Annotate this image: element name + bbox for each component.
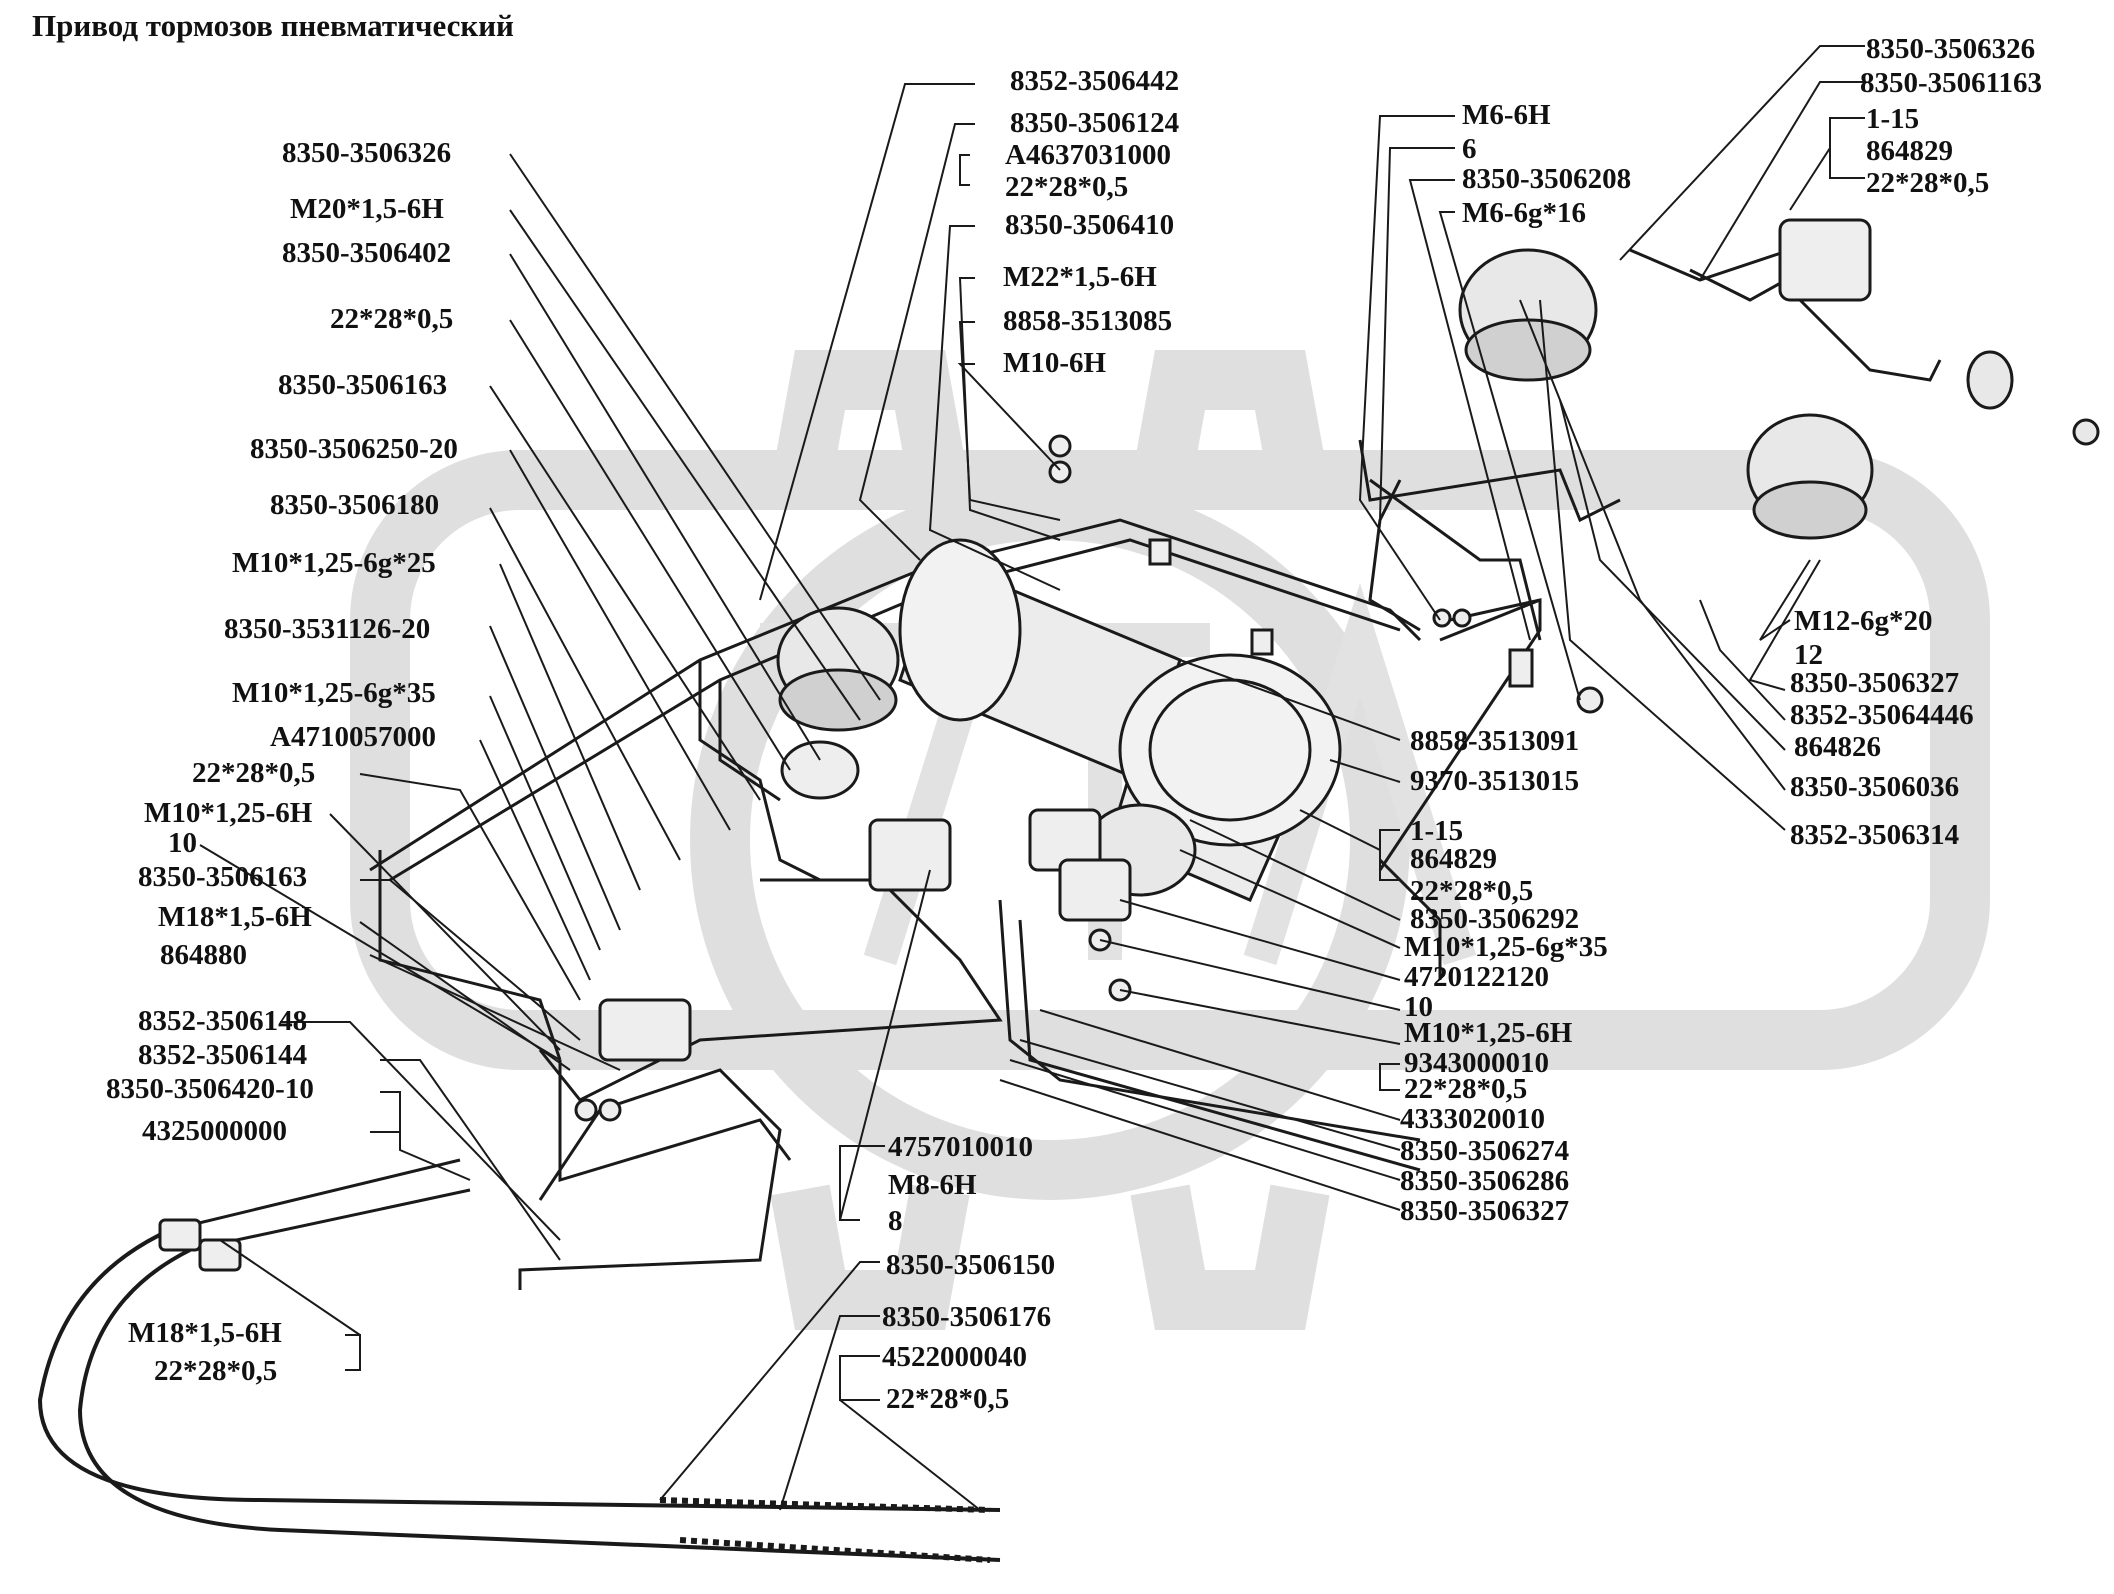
label-8352-3506144: 8352-3506144 [138, 1039, 308, 1071]
label-8350-3506250-20: 8350-3506250-20 [250, 433, 458, 465]
label-m6-6h: M6-6H [1462, 99, 1551, 131]
label-8350-3531126-20: 8350-3531126-20 [224, 613, 431, 645]
label-8350-3506326-left: 8350-3506326 [282, 137, 452, 169]
label-8350-3506036: 8350-3506036 [1790, 771, 1960, 803]
label-a4710057000: A4710057000 [270, 721, 436, 753]
label-864829-mid: 864829 [1410, 843, 1497, 875]
label-4757010010: 4757010010 [888, 1131, 1033, 1163]
label-8858-3513091: 8858-3513091 [1410, 725, 1580, 757]
label-8350-3506286: 8350-3506286 [1400, 1165, 1570, 1197]
label-m10-6g-25: M10*1,25-6g*25 [232, 547, 436, 579]
label-22x28x05-e: 22*28*0,5 [886, 1383, 1010, 1415]
diagram-title: Привод тормозов пневматический [32, 8, 514, 43]
label-4325000000: 4325000000 [142, 1115, 287, 1147]
label-8352-35064446: 8352-35064446 [1790, 699, 1974, 731]
watermark-logo [350, 350, 1990, 1330]
label-m8-6h: M8-6H [888, 1169, 977, 1201]
label-8350-3506410: 8350-3506410 [1005, 209, 1175, 241]
label-8350-3506327-right: 8350-3506327 [1790, 667, 1960, 699]
label-m22-thread: M22*1,5-6H [1003, 261, 1157, 293]
label-22x28x05-d: 22*28*0,5 [154, 1355, 278, 1387]
label-8350-3506208: 8350-3506208 [1462, 163, 1632, 195]
label-8352-3506148: 8352-3506148 [138, 1005, 308, 1037]
label-8350-3506150: 8350-3506150 [886, 1249, 1056, 1281]
label-22x28x05-a: 22*28*0,5 [1005, 171, 1129, 203]
label-8: 8 [888, 1205, 903, 1237]
label-m10-6h-left: M10*1,25-6H [144, 797, 313, 829]
label-8350-3506163-b: 8350-3506163 [138, 861, 308, 893]
label-1-15-mid: 1-15 [1410, 815, 1464, 847]
label-8350-3506327-bottom: 8350-3506327 [1400, 1195, 1570, 1227]
label-12: 12 [1794, 639, 1823, 671]
label-m10-6g-35-right: M10*1,25-6g*35 [1404, 931, 1608, 963]
label-6: 6 [1462, 133, 1477, 165]
label-864829-top: 864829 [1866, 135, 1953, 167]
label-m10-6h: M10-6H [1003, 347, 1107, 379]
label-864880: 864880 [160, 939, 247, 971]
label-10-left: 10 [168, 827, 197, 859]
label-4720122120: 4720122120 [1404, 961, 1549, 993]
label-m18-thread-a: M18*1,5-6H [158, 901, 312, 933]
brake-chambers [776, 248, 2100, 897]
label-8858-3513085: 8858-3513085 [1003, 305, 1173, 337]
label-8350-3506176: 8350-3506176 [882, 1301, 1052, 1333]
label-22x28x05-c: 22*28*0,5 [192, 757, 316, 789]
air-receivers [898, 538, 1342, 902]
label-8350-3506180: 8350-3506180 [270, 489, 440, 521]
label-8352-3506442: 8352-3506442 [1010, 65, 1180, 97]
label-m18-thread-b: M18*1,5-6H [128, 1317, 282, 1349]
label-4333020010: 4333020010 [1400, 1103, 1545, 1135]
label-m20-thread: M20*1,5-6H [290, 193, 444, 225]
label-8350-3506420-10: 8350-3506420-10 [106, 1073, 314, 1105]
label-8350-3506402: 8350-3506402 [282, 237, 452, 269]
label-864826: 864826 [1794, 731, 1881, 763]
label-8352-3506314: 8352-3506314 [1790, 819, 1960, 851]
label-8350-35061163: 8350-35061163 [1860, 67, 2043, 99]
label-m12-6g-20: M12-6g*20 [1794, 605, 1933, 637]
label-8350-3506124: 8350-3506124 [1010, 107, 1180, 139]
leader-lines [199, 45, 1865, 1511]
label-9343000010: 9343000010 [1404, 1047, 1549, 1079]
label-m10-6h-right: M10*1,25-6H [1404, 1017, 1573, 1049]
label-8350-3506326-right: 8350-3506326 [1866, 33, 2036, 65]
label-1-15-top: 1-15 [1866, 103, 1920, 135]
label-4522000040: 4522000040 [882, 1341, 1027, 1373]
label-m6-6g-16: M6-6g*16 [1462, 197, 1587, 229]
label-22x28x05-g: 22*28*0,5 [1410, 875, 1534, 907]
label-8350-3506292: 8350-3506292 [1410, 903, 1580, 935]
label-22x28x05-f: 22*28*0,5 [1866, 167, 1990, 199]
valves-and-fittings [158, 218, 1872, 1272]
label-10-right: 10 [1404, 991, 1433, 1023]
label-a4637031000: A4637031000 [1005, 139, 1171, 171]
label-8350-3506163-a: 8350-3506163 [278, 369, 448, 401]
label-9370-3513015: 9370-3513015 [1410, 765, 1580, 797]
label-m10-6g-35-left: M10*1,25-6g*35 [232, 677, 436, 709]
label-22x28x05-h: 22*28*0,5 [1404, 1073, 1528, 1105]
label-22x28x05-b: 22*28*0,5 [330, 303, 454, 335]
label-8350-3506274: 8350-3506274 [1400, 1135, 1570, 1167]
